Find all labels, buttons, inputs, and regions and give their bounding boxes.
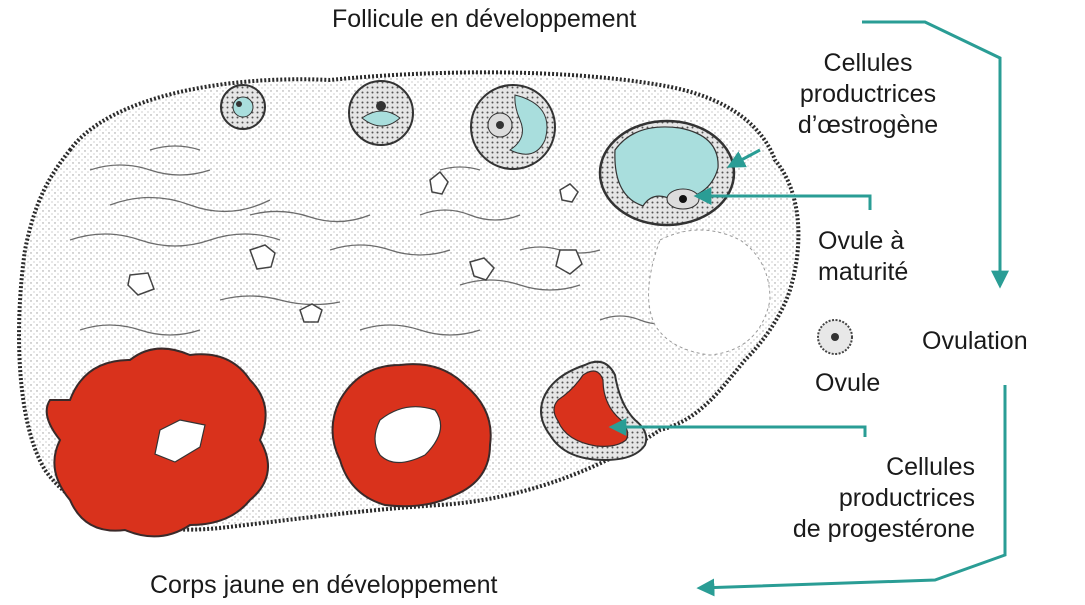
follicle-small-1 bbox=[221, 85, 265, 129]
label-progesterone-line-3: de progestérone bbox=[793, 514, 975, 545]
follicle-small-2 bbox=[349, 81, 413, 145]
label-progesterone-line-2: productrices bbox=[793, 483, 975, 514]
corpus-luteum-medium bbox=[333, 364, 491, 506]
label-mature-ovule: Ovule à maturité bbox=[818, 226, 908, 288]
label-corpus-luteum-development: Corps jaune en développement bbox=[150, 570, 497, 601]
follicle-mature bbox=[600, 121, 734, 225]
label-estrogen-line-1: Cellules bbox=[758, 48, 978, 79]
label-mature-ovule-line-2: maturité bbox=[818, 257, 908, 288]
label-follicle-development: Follicule en développement bbox=[332, 4, 636, 35]
label-estrogen-cells: Cellules productrices d’œstrogène bbox=[758, 48, 978, 141]
label-ovule: Ovule bbox=[815, 368, 880, 399]
label-progesterone-line-1: Cellules bbox=[793, 452, 975, 483]
follicle-medium bbox=[471, 85, 555, 169]
label-mature-ovule-line-1: Ovule à bbox=[818, 226, 908, 257]
label-progesterone-cells: Cellules productrices de progestérone bbox=[793, 452, 975, 545]
label-ovulation: Ovulation bbox=[922, 326, 1028, 357]
released-ovule bbox=[818, 320, 852, 354]
label-estrogen-line-3: d’œstrogène bbox=[758, 110, 978, 141]
label-estrogen-line-2: productrices bbox=[758, 79, 978, 110]
